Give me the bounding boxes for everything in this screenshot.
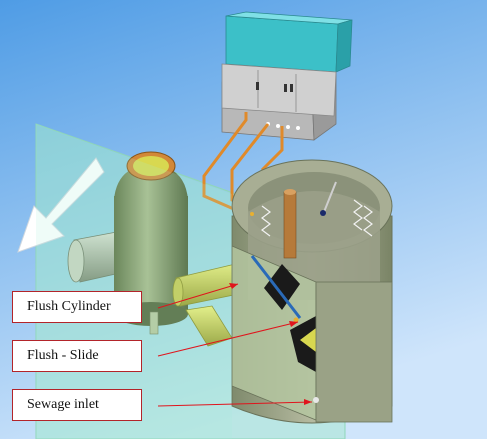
leader-arrowheads	[229, 283, 312, 405]
control-cabinet	[221, 11, 353, 141]
leader-line-flush-slide	[157, 321, 299, 357]
leader-line-sewage-inlet	[157, 401, 313, 407]
leader-line-flush-cylinder	[157, 283, 239, 309]
flush-cylinder-label: Flush Cylinder	[12, 291, 142, 323]
treatment-chamber	[231, 159, 393, 424]
flush-slide-label: Flush - Slide	[12, 340, 142, 372]
leader-lines	[157, 283, 313, 407]
sewage-inlet-label: Sewage inlet	[12, 389, 142, 421]
flow-direction-arrow-icon	[17, 157, 105, 253]
yellow-pipes	[172, 261, 249, 347]
